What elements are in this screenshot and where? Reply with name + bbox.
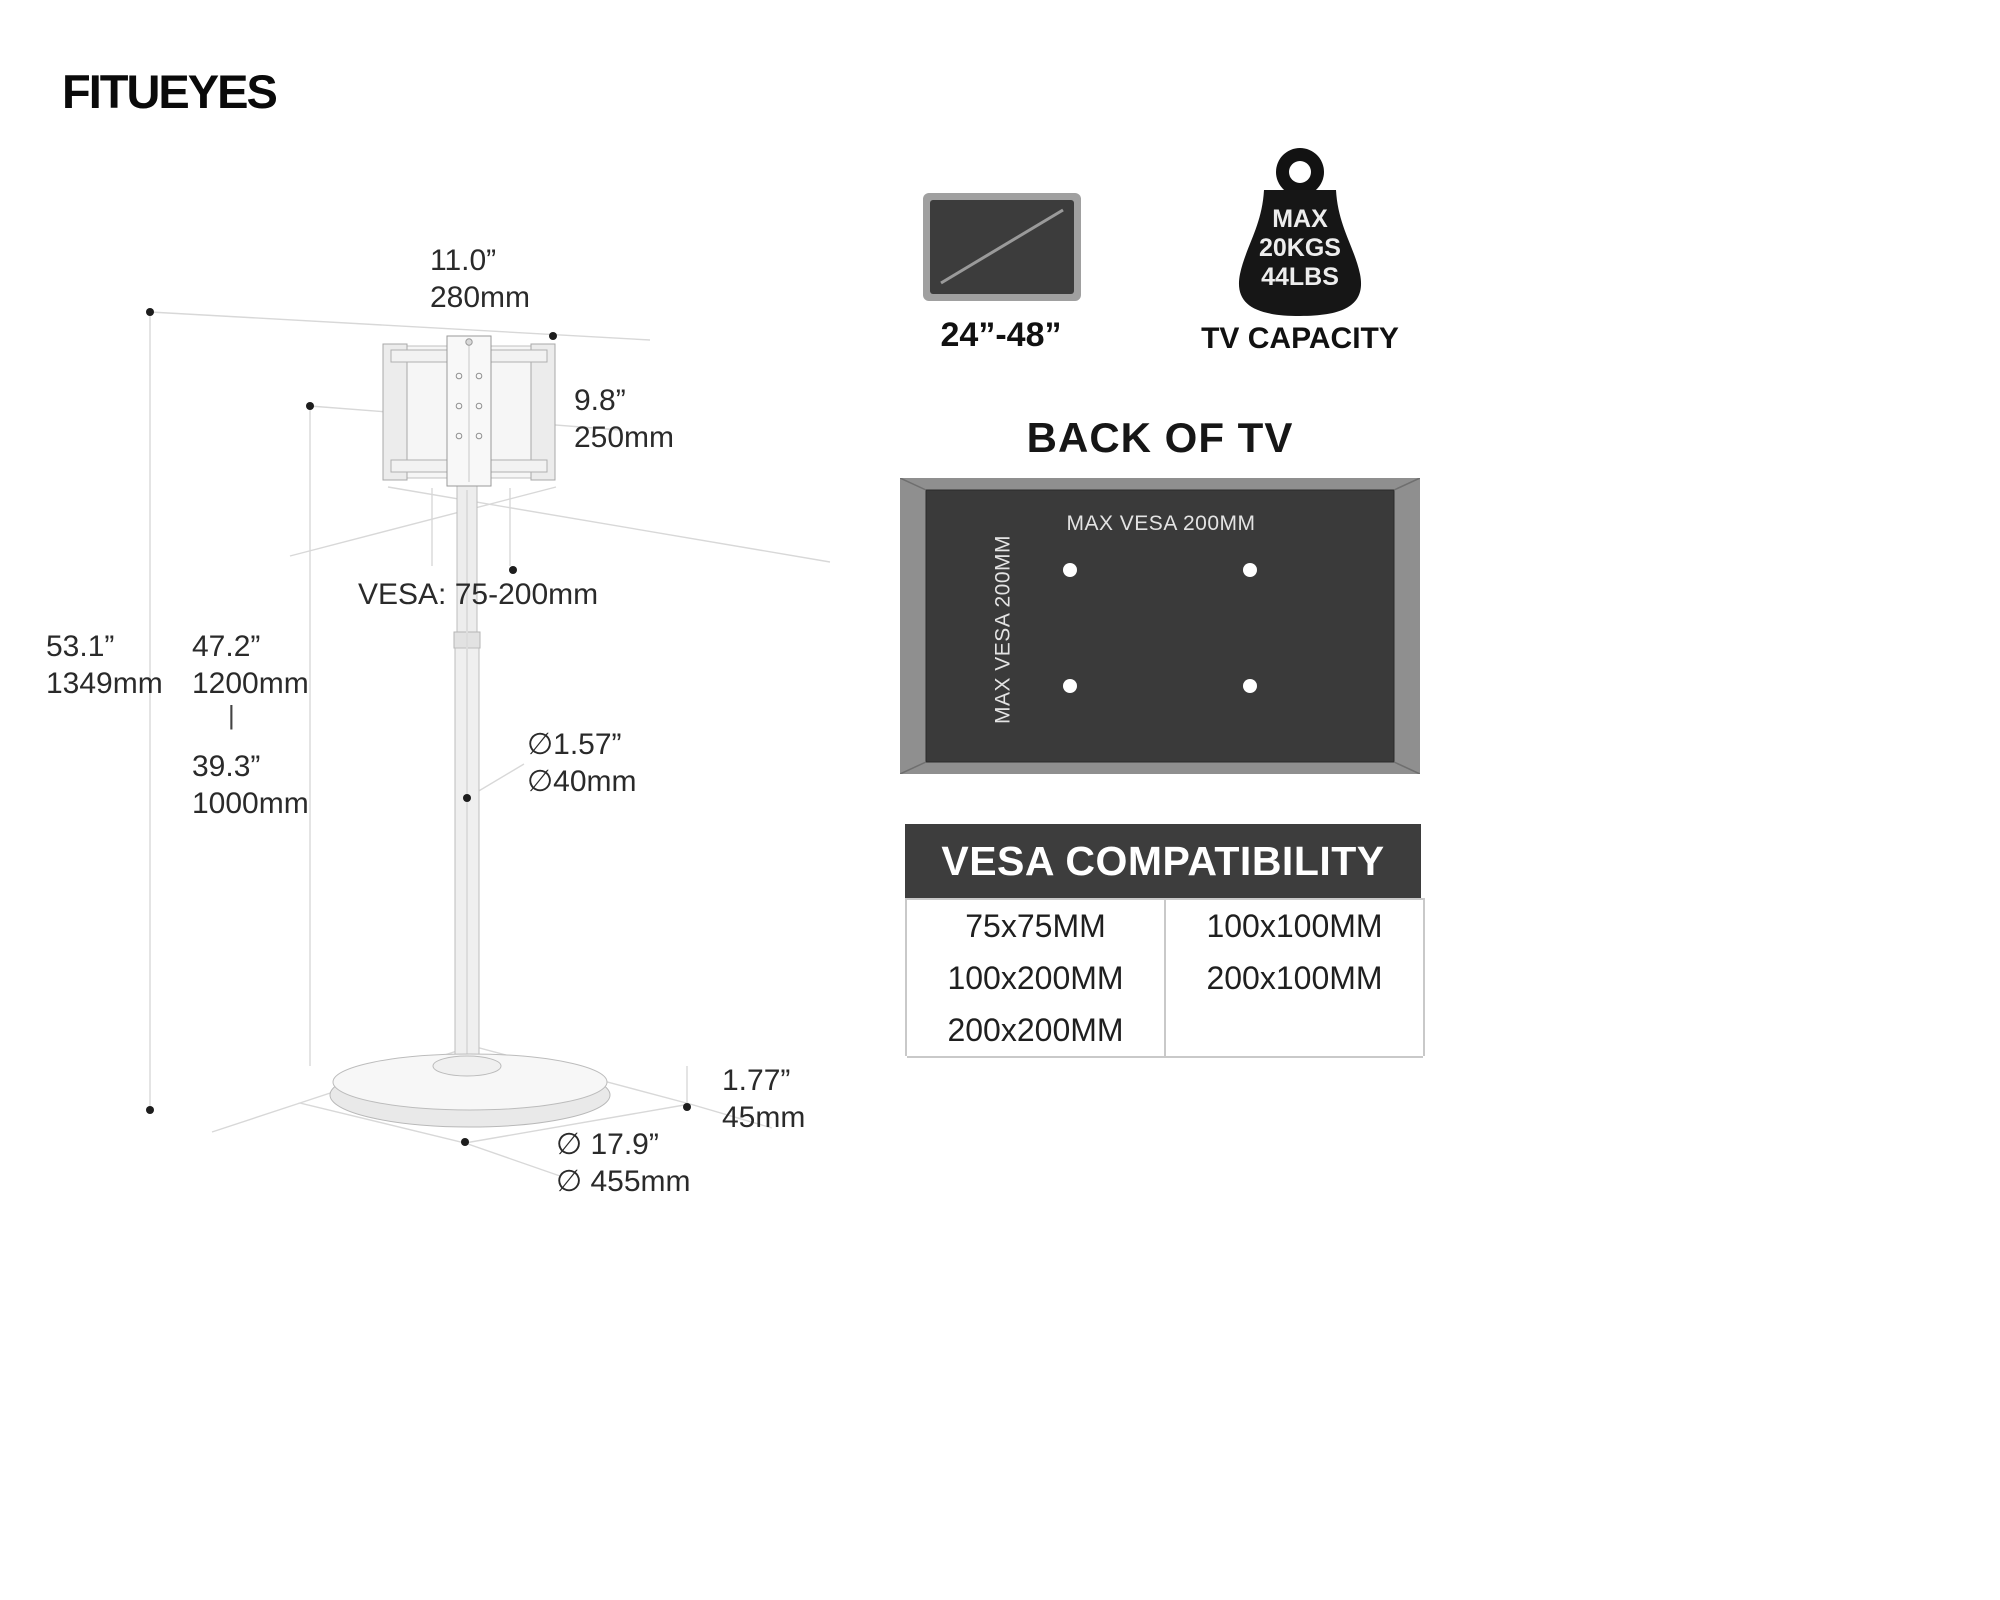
table-row: 100x200MM 200x100MM	[907, 952, 1423, 1006]
tv-stand-sketch	[146, 308, 831, 1177]
dim-total-height-in: 53.1”	[46, 630, 115, 663]
vesa-mount-holes	[1063, 563, 1257, 693]
table-row: 75x75MM 100x100MM	[907, 900, 1423, 954]
dim-pole-height-min-in: 39.3”	[192, 750, 261, 783]
dim-pole-diameter-mm: ∅40mm	[527, 765, 637, 798]
panel-bevel-lines	[900, 478, 1420, 774]
max-vesa-vertical-label: MAX VESA 200MM	[991, 534, 1015, 725]
height-range-separator: |	[228, 700, 235, 730]
dim-bracket-width-mm: 280mm	[430, 281, 531, 314]
dim-total-height-mm: 1349mm	[46, 667, 163, 700]
weight-capacity-text: MAX 20KGS 44LBS	[1225, 205, 1375, 292]
back-of-tv-title: BACK OF TV	[1026, 414, 1294, 461]
weight-icon	[1238, 148, 1362, 316]
dim-bracket-width-in: 11.0”	[430, 244, 497, 277]
dim-vesa-range: VESA: 75-200mm	[358, 578, 599, 611]
dim-pole-height-max-in: 47.2”	[192, 630, 261, 663]
weight-lbs-label: 44LBS	[1261, 263, 1339, 291]
dim-base-thickness-mm: 45mm	[722, 1101, 806, 1134]
table-cell: 100x100MM	[1166, 900, 1423, 954]
table-cell: 75x75MM	[907, 900, 1166, 954]
tv-back-panel	[900, 478, 1420, 774]
tv-screen-icon	[923, 193, 1081, 301]
weight-kg-label: 20KGS	[1259, 234, 1341, 262]
table-cell: 200x100MM	[1166, 952, 1423, 1006]
weight-body	[1238, 190, 1362, 316]
dimension-dots	[146, 308, 691, 1146]
tv-mount-bracket	[382, 335, 556, 487]
table-cell: 100x200MM	[907, 952, 1166, 1006]
dim-bracket-height-mm: 250mm	[574, 421, 675, 454]
dim-pole-height-max: 47.2” 1200mm	[192, 628, 309, 702]
vesa-compatibility-header: VESA COMPATIBILITY	[905, 824, 1421, 898]
dim-pole-height-min: 39.3” 1000mm	[192, 748, 309, 822]
dim-base-thickness: 1.77” 45mm	[722, 1062, 805, 1136]
dim-pole-height-max-mm: 1200mm	[192, 667, 309, 700]
tv-capacity-caption: TV CAPACITY	[1201, 322, 1399, 355]
vesa-screw-holes	[455, 372, 483, 440]
dim-bracket-width: 11.0” 280mm	[430, 242, 530, 316]
screen-size-range-label: 24”-48”	[940, 316, 1062, 354]
dim-bracket-height: 9.8” 250mm	[574, 382, 674, 456]
dim-bracket-height-in: 9.8”	[574, 384, 626, 417]
dim-base-diameter-in: ∅ 17.9”	[556, 1128, 659, 1161]
brand-logo: FITUEYES	[62, 65, 278, 118]
dim-base-diameter: ∅ 17.9” ∅ 455mm	[556, 1126, 691, 1200]
dim-pole-height-min-mm: 1000mm	[192, 787, 309, 820]
dim-pole-diameter-in: ∅1.57”	[527, 728, 622, 761]
weight-max-label: MAX	[1272, 205, 1328, 233]
table-cell	[1166, 1004, 1423, 1058]
vesa-compatibility-table: 75x75MM 100x100MM 100x200MM 200x100MM 20…	[905, 898, 1425, 1058]
dim-pole-diameter: ∅1.57” ∅40mm	[527, 726, 636, 800]
dim-total-height: 53.1” 1349mm	[46, 628, 163, 702]
dim-base-diameter-mm: ∅ 455mm	[556, 1165, 691, 1198]
table-row: 200x200MM	[907, 1004, 1423, 1058]
table-cell: 200x200MM	[907, 1004, 1166, 1058]
dim-base-thickness-in: 1.77”	[722, 1064, 791, 1097]
max-vesa-horizontal-label: MAX VESA 200MM	[1066, 512, 1256, 535]
stand-pole	[453, 485, 481, 1071]
stand-base	[329, 1053, 611, 1128]
